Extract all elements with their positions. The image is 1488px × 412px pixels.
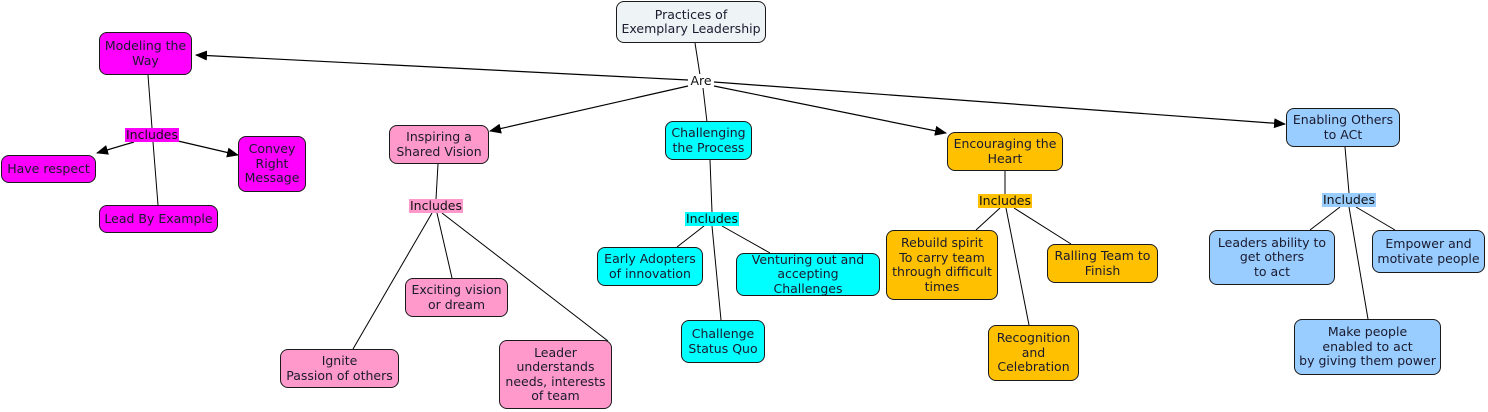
concept-inspiring-shared-vision[interactable]: Inspiring a Shared Vision [389, 125, 489, 164]
concept-lead-by-example[interactable]: Lead By Example [99, 205, 218, 233]
link-label-includes-enabling[interactable]: Includes [1321, 192, 1377, 207]
root-concept[interactable]: Practices of Exemplary Leadership [616, 1, 766, 43]
concept-have-respect[interactable]: Have respect [1, 155, 96, 183]
link-challenging-includes [709, 159, 713, 213]
link-are-enabling [713, 81, 1286, 129]
concept-ignite-passion[interactable]: Ignite Passion of others [280, 349, 399, 388]
concept-convey-right-message[interactable]: Convey Right Message [238, 136, 306, 192]
concept-empower-motivate[interactable]: Empower and motivate people [1372, 230, 1485, 273]
link-includes-convey [177, 140, 239, 158]
concept-encouraging-the-heart[interactable]: Encouraging the Heart [947, 132, 1063, 171]
link-includes-empower [1355, 206, 1396, 231]
concept-exciting-vision[interactable]: Exciting vision or dream [405, 278, 508, 317]
link-are-modeling [195, 50, 689, 81]
link-includes-venturing [721, 225, 771, 254]
link-label-are[interactable]: Are [689, 73, 713, 88]
link-label-includes-encouraging[interactable]: Includes [977, 193, 1033, 208]
link-includes-ralling [1013, 207, 1072, 245]
link-are-inspiring [489, 85, 689, 134]
concept-ralling-team[interactable]: Ralling Team to Finish [1047, 244, 1158, 283]
link-includes-lead [152, 141, 159, 206]
link-includes-recognition [1005, 207, 1030, 326]
link-includes-have-respect [96, 141, 135, 155]
concept-recognition-celebration[interactable]: Recognition and Celebration [988, 325, 1079, 381]
link-includes-ignite [352, 212, 433, 350]
link-includes-leader [441, 212, 609, 342]
concept-leaders-ability[interactable]: Leaders ability to get others to act [1209, 230, 1335, 285]
link-includes-leaders-ability [1309, 206, 1341, 231]
concept-modeling-the-way[interactable]: Modeling the Way [99, 32, 192, 75]
link-modeling-includes [147, 74, 153, 129]
link-enabling-includes [1344, 146, 1350, 194]
concept-leader-understands[interactable]: Leader understands needs, interests of t… [499, 340, 612, 409]
link-includes-exciting [436, 212, 453, 279]
concept-rebuild-spirit[interactable]: Rebuild spirit To carry team through dif… [886, 230, 998, 300]
concept-enabling-others[interactable]: Enabling Others to ACt [1286, 108, 1400, 147]
link-includes-status-quo [711, 225, 722, 321]
link-label-includes-modeling[interactable]: Includes [124, 127, 180, 142]
link-includes-make-people [1348, 206, 1369, 320]
concept-challenging-the-process[interactable]: Challenging the Process [665, 121, 752, 160]
concept-make-people-enabled[interactable]: Make people enabled to act by giving the… [1294, 319, 1441, 375]
link-includes-early [676, 225, 705, 248]
link-inspiring-includes [435, 163, 439, 200]
link-are-encouraging [713, 85, 947, 136]
link-label-includes-challenging[interactable]: Includes [684, 211, 740, 226]
link-are-challenging [702, 87, 708, 123]
concept-venturing-out[interactable]: Venturing out and accepting Challenges [736, 252, 880, 296]
concept-early-adopters[interactable]: Early Adopters of innovation [597, 247, 703, 286]
link-label-includes-inspiring[interactable]: Includes [408, 198, 464, 213]
link-root-are [694, 42, 701, 76]
link-includes-rebuild [975, 207, 1001, 231]
concept-challenge-status-quo[interactable]: Challenge Status Quo [681, 320, 765, 363]
